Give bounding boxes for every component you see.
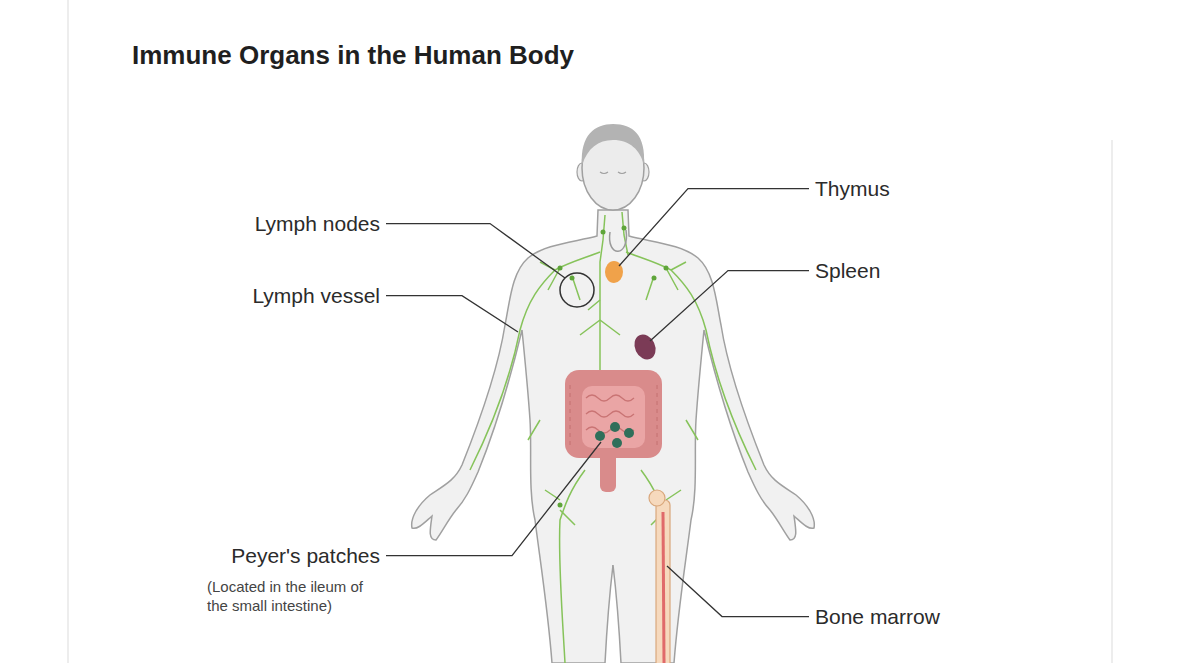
organ-label: Lymph vessel (252, 283, 380, 308)
label-note: (Located in the ileum of the small intes… (207, 578, 377, 616)
femur-bone (649, 490, 670, 663)
lymph-vessels (470, 212, 756, 663)
leader-line (386, 442, 601, 556)
organ-label: Bone marrow (815, 604, 940, 629)
organ-label: Lymph nodes (255, 211, 380, 236)
leader-line (619, 189, 809, 266)
organ-label: Thymus (815, 176, 890, 201)
page-edge (67, 0, 69, 663)
intestine (565, 370, 662, 492)
diagram-title: Immune Organs in the Human Body (132, 40, 574, 71)
peyers-patch-dots (595, 422, 634, 448)
leader-line (386, 224, 565, 278)
organ-label: Peyer's patches (231, 543, 380, 568)
vessel-loop (610, 230, 627, 251)
organ-label: Spleen (815, 258, 880, 283)
leader-line (650, 271, 809, 341)
leader-line (667, 566, 809, 617)
leader-line (386, 296, 518, 332)
body-outline (412, 124, 815, 663)
highlight-circle (560, 273, 594, 307)
card-edge (1111, 140, 1113, 663)
lymph-node-dots (558, 226, 669, 508)
